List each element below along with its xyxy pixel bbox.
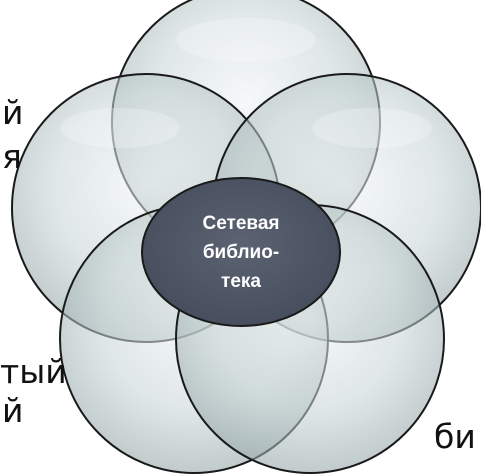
edge-fragment-1: й	[2, 93, 24, 132]
center-node	[141, 177, 341, 327]
edge-fragment-3: тый	[0, 352, 67, 391]
edge-fragment-5: би	[434, 417, 476, 456]
edge-fragment-2: я	[2, 137, 22, 176]
bubble-highlights	[60, 18, 432, 148]
edge-fragment-4: й	[2, 391, 24, 430]
